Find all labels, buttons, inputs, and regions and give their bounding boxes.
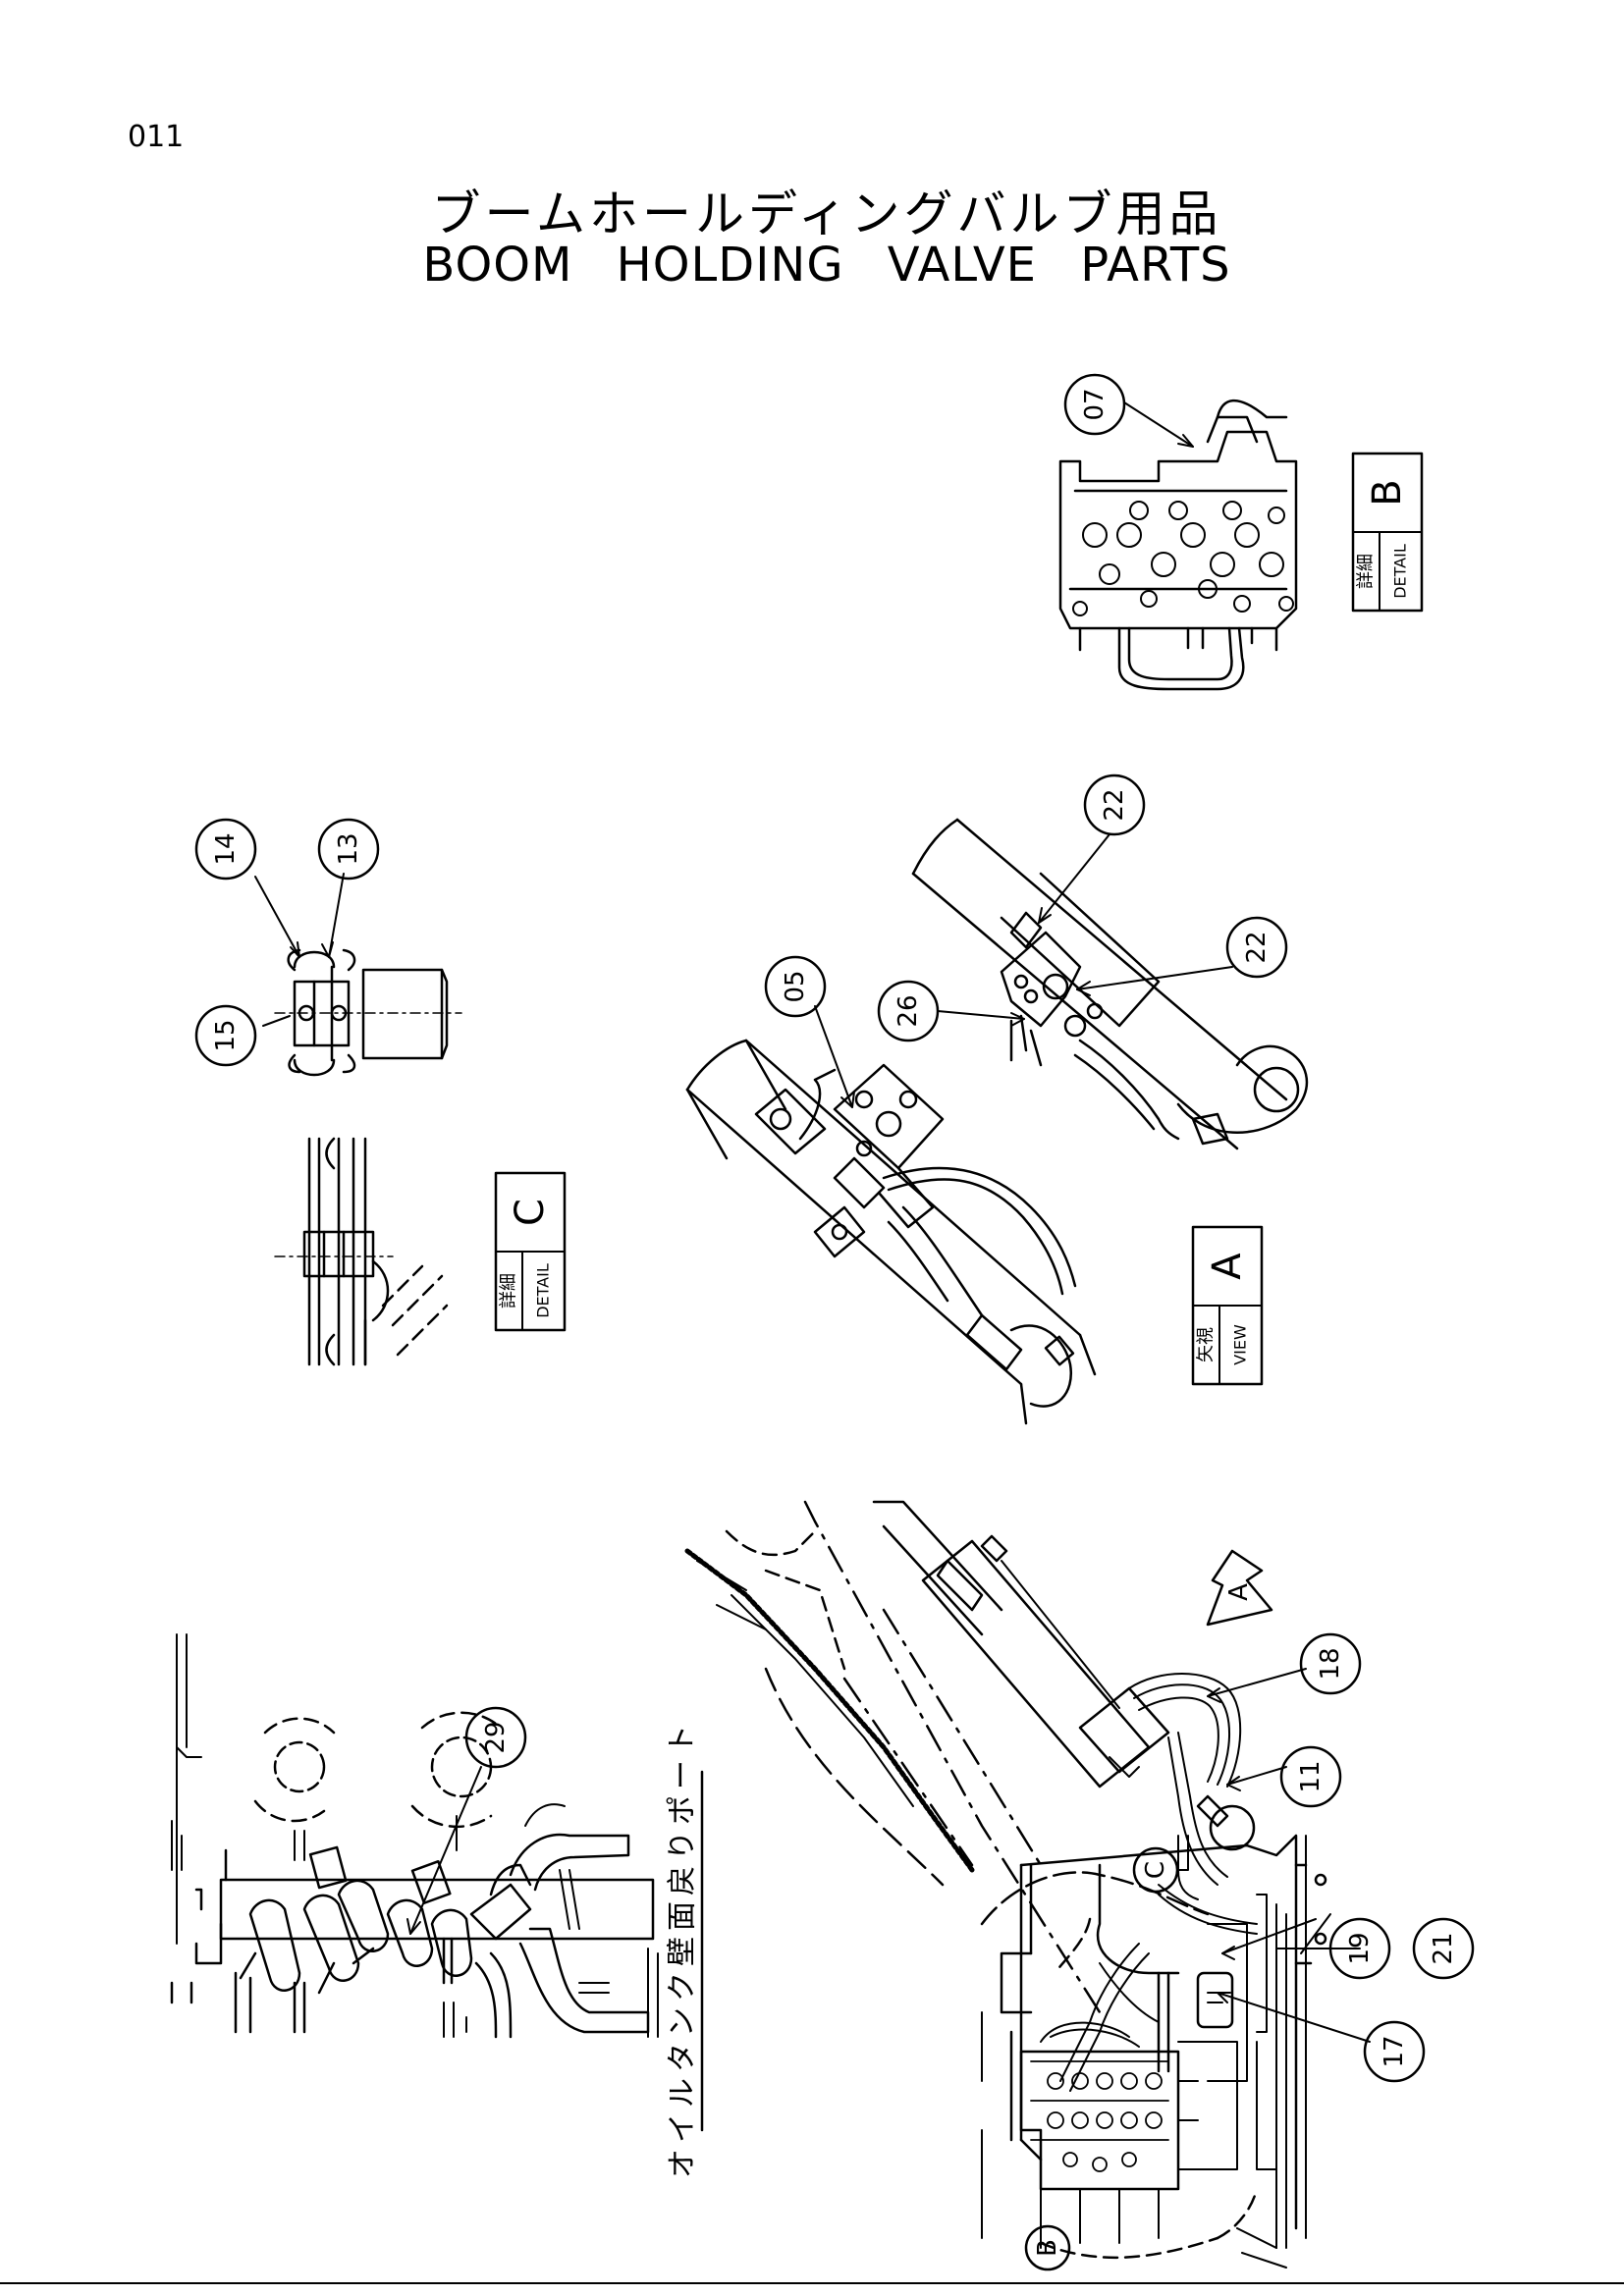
callout-22-right: 22 — [1225, 916, 1288, 979]
detail-c-clamp-drawing — [254, 873, 462, 1077]
callout-19-label: 19 — [1345, 1932, 1375, 1964]
callout-26-label: 26 — [893, 994, 923, 1027]
callout-22-top: 22 — [1083, 774, 1146, 836]
detail-c-letter: C — [508, 1199, 553, 1226]
callout-05-label: 05 — [781, 970, 810, 1002]
callout-22a-label: 22 — [1100, 788, 1129, 821]
detail-c-jp: 詳細 — [499, 1273, 519, 1308]
title-japanese: ブームホールディングバルブ用品 — [431, 186, 1222, 242]
view-a-en: VIEW — [1231, 1324, 1250, 1365]
callout-18-label: 18 — [1316, 1647, 1345, 1680]
return-port-note: オイルタンク壁面戻りポート — [666, 1719, 704, 2178]
detail-c-side-view — [274, 1137, 449, 1366]
return-port-hose-drawing — [170, 1633, 659, 2039]
page-number: 011 — [128, 120, 185, 154]
callout-29: 29 — [464, 1706, 527, 1769]
view-label-detail-b: B 詳細 DETAIL — [1351, 452, 1424, 613]
callout-18: 18 — [1299, 1632, 1362, 1695]
callout-26: 26 — [877, 980, 940, 1042]
callout-11-label: 11 — [1296, 1760, 1326, 1792]
view-label-detail-c: C 詳細 DETAIL — [494, 1171, 567, 1332]
detail-b-letter: B — [1365, 479, 1410, 506]
callout-11: 11 — [1279, 1745, 1342, 1808]
callout-07-label: 07 — [1080, 388, 1110, 420]
callout-14-label: 14 — [211, 832, 241, 865]
view-a-jp: 矢視 — [1196, 1327, 1217, 1362]
detail-b-jp: 詳細 — [1356, 554, 1377, 589]
callout-15-label: 15 — [211, 1019, 241, 1051]
detail-marker-c: C — [1132, 1846, 1179, 1894]
callout-05: 05 — [764, 955, 827, 1018]
machine-overview-drawing — [684, 1500, 1371, 2269]
view-arrow-a: A — [1224, 1583, 1254, 1601]
callout-17: 17 — [1363, 2020, 1426, 2083]
detail-marker-b-label: B — [1033, 2239, 1062, 2257]
detail-marker-c-label: C — [1141, 1861, 1170, 1879]
callout-21-label: 21 — [1429, 1932, 1458, 1964]
detail-c-en: DETAIL — [534, 1263, 553, 1318]
callout-13: 13 — [317, 818, 380, 881]
callout-29-label: 29 — [481, 1721, 511, 1753]
callout-07: 07 — [1063, 373, 1126, 436]
callout-14: 14 — [194, 818, 257, 881]
callout-22b-label: 22 — [1242, 931, 1272, 963]
callout-17-label: 17 — [1380, 2035, 1409, 2067]
view-a-letter: A — [1205, 1253, 1250, 1280]
title-english: BOOM HOLDING VALVE PARTS — [422, 238, 1231, 293]
view-label-view-a: A 矢視 VIEW — [1191, 1225, 1264, 1386]
callout-19: 19 — [1328, 1917, 1391, 1980]
callout-15: 15 — [194, 1004, 257, 1067]
detail-marker-b: B — [1024, 2224, 1071, 2271]
callout-13-label: 13 — [334, 832, 363, 865]
view-arrow-a-label: A — [1224, 1583, 1254, 1601]
return-port-note-text: オイルタンク壁面戻りポート — [666, 1719, 700, 2178]
detail-b-valve-drawing — [1058, 399, 1298, 691]
view-a-cylinder-drawing — [685, 818, 1309, 1425]
view-a-leaders — [814, 833, 1233, 1108]
callout-21: 21 — [1412, 1917, 1475, 1980]
detail-b-en: DETAIL — [1391, 544, 1410, 599]
